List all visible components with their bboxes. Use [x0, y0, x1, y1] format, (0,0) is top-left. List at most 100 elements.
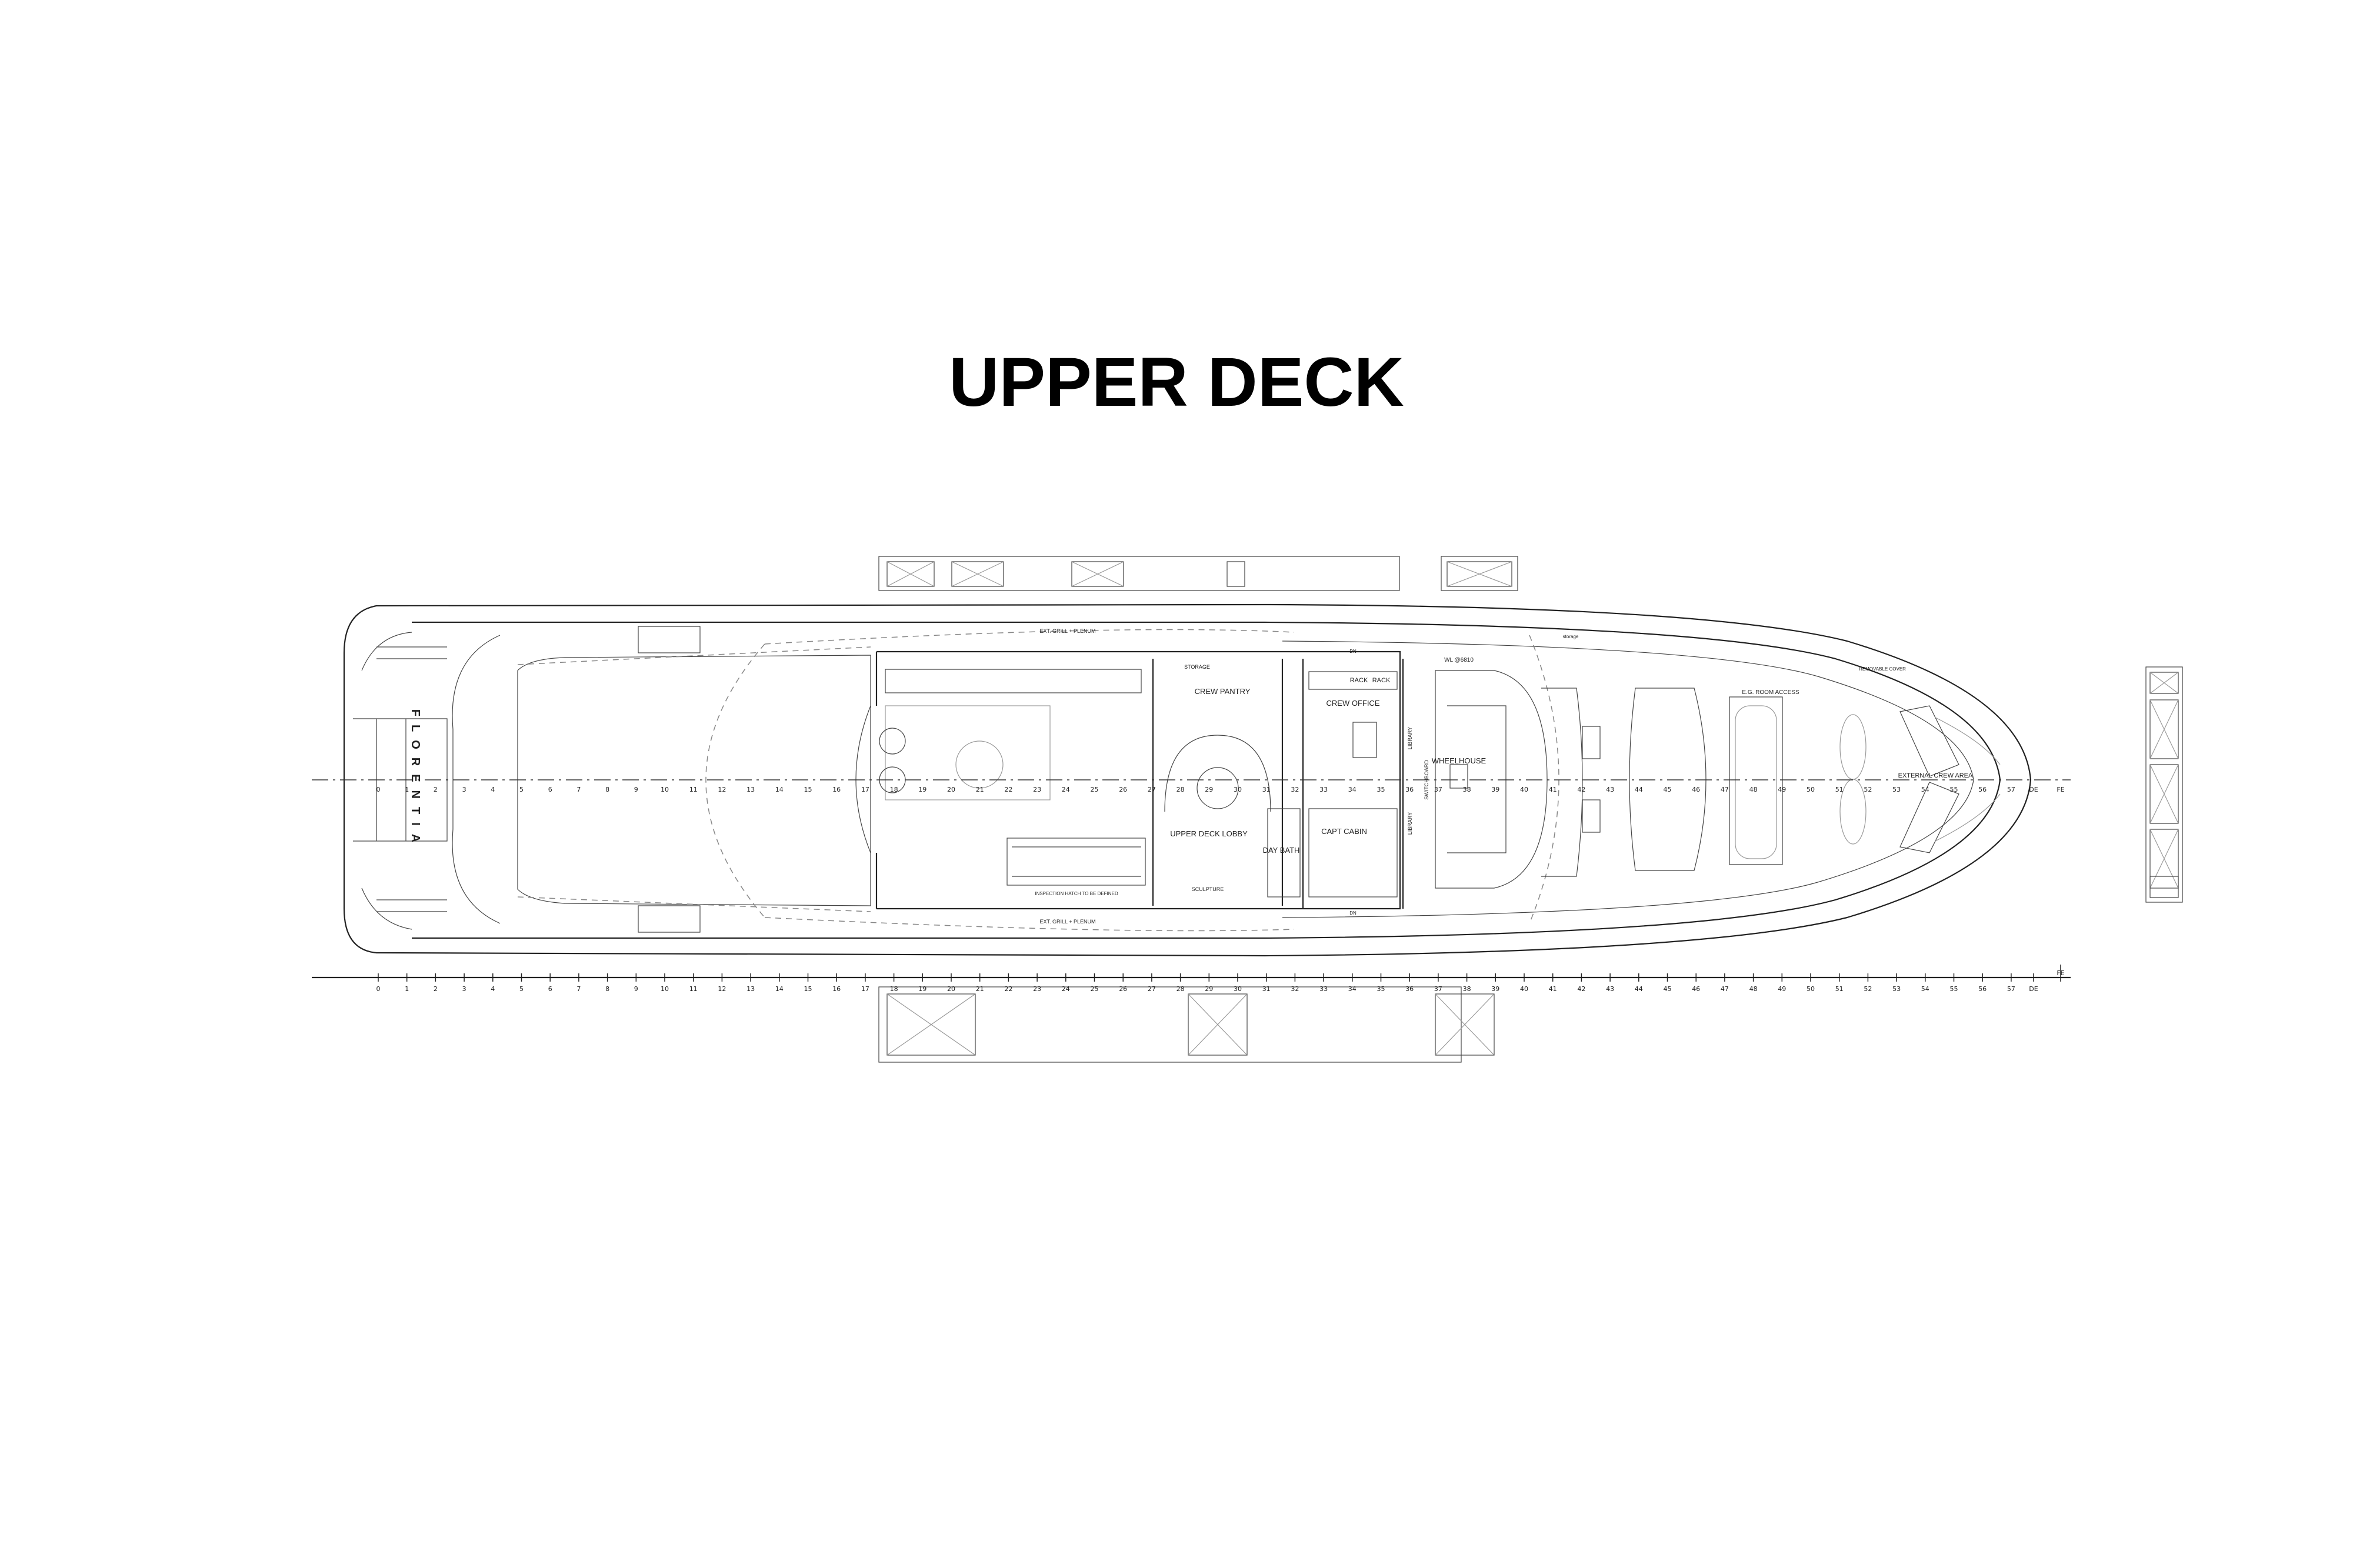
centerline-frame-label: 17: [861, 786, 869, 793]
centerline-frame-label: 47: [1721, 786, 1729, 793]
centerline-frame-label: 40: [1520, 786, 1528, 793]
centerline-frame-label: 11: [689, 786, 698, 793]
centerline-frame-label: DE: [2029, 786, 2038, 793]
centerline-frame-label: 52: [1864, 786, 1872, 793]
label-rack-1: RACK: [1350, 677, 1368, 684]
frame-label: 5: [519, 985, 524, 993]
centerline-frame-label: 55: [1950, 786, 1958, 793]
frame-label: 3: [462, 985, 466, 993]
frame-label: 31: [1262, 985, 1271, 993]
frame-label: 18: [890, 985, 898, 993]
frame-label: 25: [1091, 985, 1099, 993]
frame-label: 21: [976, 985, 984, 993]
frame-label: 34: [1348, 985, 1357, 993]
frame-label: 44: [1635, 985, 1643, 993]
centerline-frame-label: 35: [1377, 786, 1385, 793]
label-crew-pantry: CREW PANTRY: [1195, 687, 1251, 696]
centerline-frame-label: 51: [1835, 786, 1844, 793]
label-wheelhouse: WHEELHOUSE: [1432, 756, 1487, 765]
frame-label: 39: [1491, 985, 1499, 993]
centerline-frame-label: 5: [519, 786, 524, 793]
centerline-frame-label: 10: [661, 786, 669, 793]
frame-label: 6: [548, 985, 552, 993]
label-external-crew-area: EXTERNAL CREW AREA: [1898, 772, 1973, 779]
centerline-frame-label: 28: [1176, 786, 1185, 793]
centerline-frame-label: 8: [605, 786, 609, 793]
note-storage: storage: [1563, 634, 1579, 639]
frame-label: 8: [605, 985, 609, 993]
label-capt-cabin: CAPT CABIN: [1321, 827, 1367, 836]
frame-label: 32: [1291, 985, 1299, 993]
centerline-frame-label: 1: [405, 786, 409, 793]
label-sculpture: SCULPTURE: [1192, 886, 1224, 892]
frame-label: 11: [689, 985, 698, 993]
frame-label: DE: [2029, 985, 2038, 993]
frame-label: 19: [918, 985, 926, 993]
frame-label: 28: [1176, 985, 1185, 993]
centerline-frame-label: 43: [1606, 786, 1614, 793]
centerline-frame-label: 56: [1978, 786, 1987, 793]
centerline-frame-label: 53: [1892, 786, 1901, 793]
centerline-frame-label: 31: [1262, 786, 1271, 793]
room-labels: CREW PANTRY CREW OFFICE RACK RACK STORAG…: [1170, 664, 1973, 892]
centerline-frame-label: 22: [1004, 786, 1012, 793]
note-dn-2: DN: [1349, 910, 1357, 916]
centerline-frame-label: 54: [1921, 786, 1929, 793]
note-waterline: WL @6810: [1444, 657, 1474, 663]
label-upper-deck-lobby: UPPER DECK LOBBY: [1170, 829, 1248, 838]
centerline-frame-label: FE: [2057, 786, 2064, 793]
centerline-frame-label: 23: [1033, 786, 1041, 793]
centerline-frame-label: 49: [1778, 786, 1786, 793]
frame-label: 53: [1892, 985, 1901, 993]
frame-label: 24: [1062, 985, 1070, 993]
centerline-frame-label: 21: [976, 786, 984, 793]
page-title: UPPER DECK: [949, 343, 1404, 421]
centerline-frame-label: 25: [1091, 786, 1099, 793]
label-switchboard: SWITCHBOARD: [1424, 760, 1429, 800]
frame-label: 1: [405, 985, 409, 993]
centerline-frame-label: 48: [1749, 786, 1758, 793]
frame-label: 49: [1778, 985, 1786, 993]
frame-label: 4: [491, 985, 495, 993]
note-dn-1: DN: [1349, 649, 1357, 654]
frame-label: 7: [576, 985, 581, 993]
right-storage-boxes: [2145, 666, 2183, 903]
frame-label: 45: [1664, 985, 1672, 993]
note-grill-top: EXT. GRILL + PLENUM: [1040, 628, 1096, 634]
frame-label: 22: [1004, 985, 1012, 993]
centerline-frame-label: 57: [2007, 786, 2015, 793]
centerline-frame-label: 32: [1291, 786, 1299, 793]
frame-label: 55: [1950, 985, 1958, 993]
frame-label: 9: [634, 985, 638, 993]
centerline-frame-label: 2: [434, 786, 438, 793]
annotations: EXT. GRILL + PLENUM EXT. GRILL + PLENUM …: [1035, 628, 1906, 925]
frame-label: 46: [1692, 985, 1700, 993]
centerline-frame-label: 15: [804, 786, 812, 793]
frame-label: 10: [661, 985, 669, 993]
centerline-frame-label: 24: [1062, 786, 1070, 793]
frame-label: 13: [746, 985, 755, 993]
centerline-frame-label: 44: [1635, 786, 1643, 793]
centerline-frame-label: 34: [1348, 786, 1357, 793]
frame-label: 16: [832, 985, 841, 993]
frame-label: 14: [775, 985, 784, 993]
frame-label: 20: [947, 985, 955, 993]
frame-label: 40: [1520, 985, 1528, 993]
hull-name-lettering: FLORENTIA: [409, 709, 422, 850]
centerline-frame-label: 26: [1119, 786, 1127, 793]
centerline-frame-label: 14: [775, 786, 784, 793]
frame-label: 41: [1549, 985, 1557, 993]
centerline-frame-label: 18: [890, 786, 898, 793]
centerline-frame-label: 4: [491, 786, 495, 793]
centerline-frame-label: 50: [1807, 786, 1815, 793]
frame-label: 37: [1434, 985, 1442, 993]
centerline-frame-label: 13: [746, 786, 755, 793]
centerline-frame-label: 20: [947, 786, 955, 793]
centerline-frame-label: 9: [634, 786, 638, 793]
frame-label: 30: [1234, 985, 1242, 993]
frame-label: 2: [434, 985, 438, 993]
frame-label: 38: [1463, 985, 1471, 993]
